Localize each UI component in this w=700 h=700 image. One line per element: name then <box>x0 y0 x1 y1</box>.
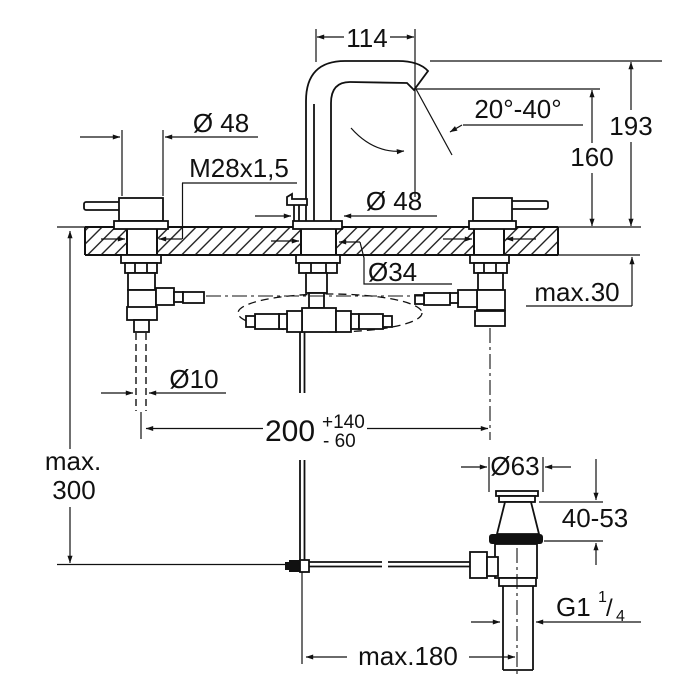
dimension-annotations <box>57 29 662 660</box>
label-mounting-thread: M28x1,5 <box>189 153 289 183</box>
spout <box>286 60 430 230</box>
right-escutcheon <box>468 220 517 230</box>
tee-block <box>301 307 337 333</box>
left-supply-hose <box>182 291 205 304</box>
label-waste-thread-numerator: 1 <box>598 589 607 606</box>
label-waste-thread-prefix: G1 <box>556 592 591 622</box>
dim-height-total: 193 <box>609 111 652 141</box>
dim-max-rod-depth-value: 300 <box>52 475 95 505</box>
label-waste-thread-slash: / <box>606 595 613 622</box>
spout-escutcheon <box>292 220 343 230</box>
pop-up-knob <box>286 192 308 206</box>
spout-outline <box>305 60 430 223</box>
left-handle-body <box>118 197 164 222</box>
waste-pivot-knob <box>469 551 488 579</box>
dimension-labels: 114 20°-40° 193 160 Ø 48 M28x1,5 Ø 48 Ø3… <box>45 23 653 671</box>
dim-waste-mounting-range: 40-53 <box>562 503 629 533</box>
dim-waste-flange-diameter: Ø63 <box>490 451 539 481</box>
dim-max-rod-depth-word: max. <box>45 446 101 476</box>
dim-hole-spacing-plus-tol: +140 <box>322 412 365 433</box>
dim-spout-reach: 114 <box>346 23 387 53</box>
right-supply-hose <box>423 292 451 306</box>
dim-max-deck-thickness: max.30 <box>534 277 619 307</box>
pop-up-rod <box>285 332 470 664</box>
label-waste-thread-denominator: 4 <box>616 608 625 625</box>
dim-spout-angle: 20°-40° <box>474 94 561 124</box>
waste-assembly <box>469 490 543 674</box>
dim-height-to-outlet: 160 <box>570 142 613 172</box>
right-lever <box>509 200 549 210</box>
right-handle-body <box>472 197 513 222</box>
dim-supply-pipe-diameter: Ø10 <box>169 364 218 394</box>
dim-max-rod-reach: max.180 <box>358 641 458 671</box>
dim-spout-base-diameter: Ø 48 <box>366 186 422 216</box>
right-handle-valve <box>414 197 549 440</box>
left-escutcheon <box>113 220 169 230</box>
dim-hole-spacing: 200 <box>265 415 315 448</box>
waste-seal <box>489 534 543 544</box>
left-lever <box>83 201 123 211</box>
waste-body <box>494 543 538 579</box>
dim-hole-spacing-minus-tol: - 60 <box>323 431 356 452</box>
countertop <box>57 226 641 256</box>
dim-handle-diameter: Ø 48 <box>193 108 249 138</box>
left-handle-valve <box>83 197 205 411</box>
center-shank-assembly <box>206 254 424 333</box>
swivel-arrow <box>350 127 405 155</box>
countertop-hatch <box>86 228 127 254</box>
dim-shank-diameter: Ø34 <box>368 257 417 287</box>
